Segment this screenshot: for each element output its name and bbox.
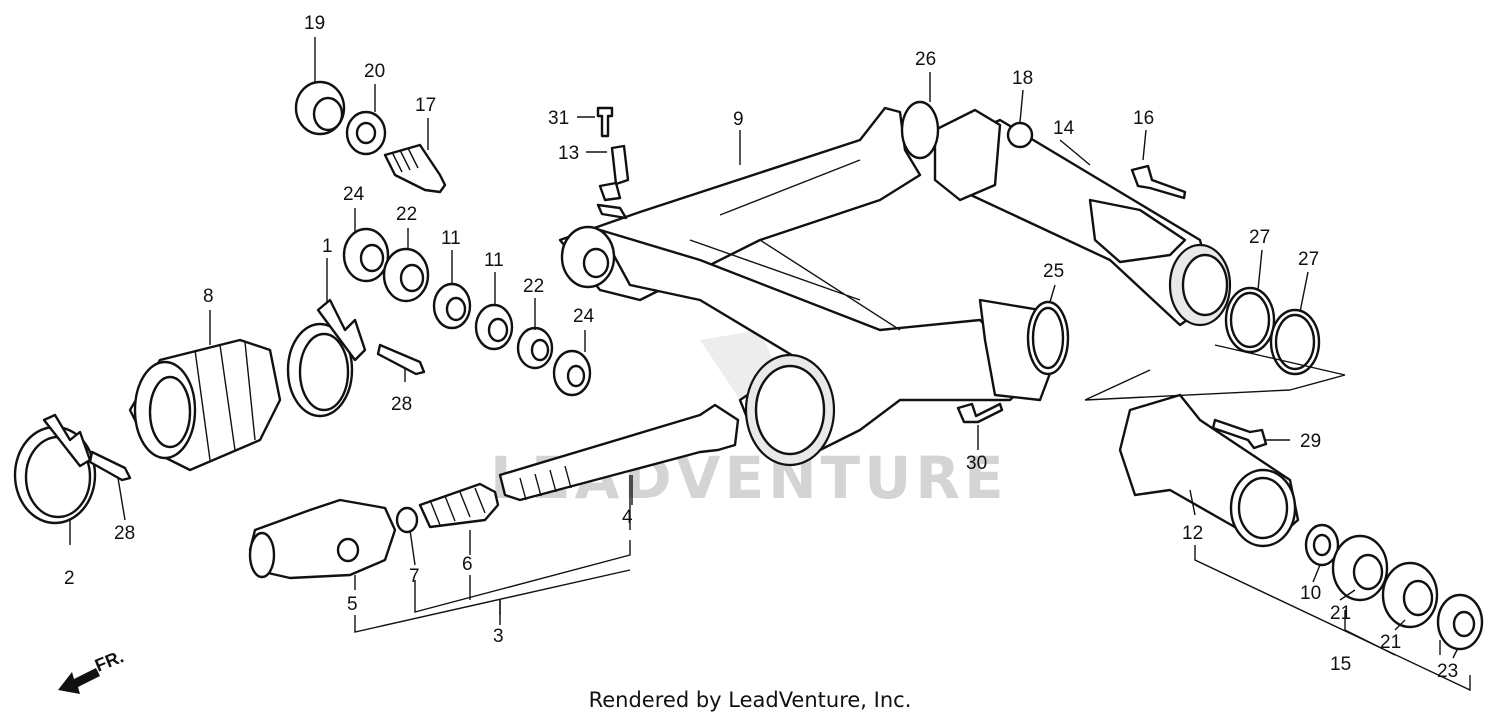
callout-24: 24: [343, 184, 365, 205]
screws[interactable]: [88, 106, 1268, 482]
boot-and-clamps[interactable]: [13, 298, 367, 525]
callout-25: 25: [1043, 261, 1064, 282]
callout-16: 16: [1133, 108, 1154, 129]
callout-6: 6: [462, 554, 473, 575]
callout-23: 23: [1437, 661, 1458, 682]
drive-shaft-assembly[interactable]: [248, 403, 740, 580]
callout-22: 22: [396, 204, 417, 225]
front-arrow-label: FR.: [92, 646, 126, 675]
callout-4: 4: [622, 507, 633, 528]
callout-5: 5: [347, 594, 358, 615]
leader-lines: [69, 37, 1459, 659]
callout-28-b: 28: [114, 523, 135, 544]
callout-21-a: 21: [1330, 603, 1351, 624]
callout-21-b: 21: [1380, 632, 1401, 653]
callout-9: 9: [733, 109, 744, 130]
callout-10: 10: [1300, 583, 1321, 604]
pivot-tube[interactable]: [933, 108, 1232, 327]
upper-left-parts[interactable]: [294, 80, 592, 397]
callout-27-b: 27: [1298, 249, 1319, 270]
callout-1: 1: [322, 236, 333, 257]
callout-31: 31: [548, 108, 569, 129]
final-drive-case[interactable]: [1118, 393, 1484, 651]
callout-12: 12: [1182, 523, 1203, 544]
swingarm[interactable]: [558, 106, 1057, 467]
callout-17: 17: [415, 95, 436, 116]
callout-18: 18: [1012, 68, 1033, 89]
group-brackets: [354, 475, 1471, 692]
callout-19: 19: [304, 13, 325, 34]
callout-11-b: 11: [484, 250, 504, 271]
callout-13: 13: [558, 143, 579, 164]
callout-30: 30: [966, 453, 987, 474]
callout-8: 8: [203, 286, 214, 307]
callout-20: 20: [364, 61, 385, 82]
callout-3: 3: [493, 626, 504, 647]
callout-27-a: 27: [1249, 227, 1270, 248]
callout-labels: 19 20 17 24 22 1 11 11 22 24 8 28 2 28 3…: [64, 13, 1458, 682]
callout-29: 29: [1300, 431, 1321, 452]
callout-15: 15: [1330, 654, 1351, 675]
front-direction-arrow: FR.: [58, 646, 126, 694]
callout-24-b: 24: [573, 306, 595, 327]
callout-22-b: 22: [523, 276, 544, 297]
callout-26: 26: [915, 49, 936, 70]
callout-14: 14: [1053, 118, 1075, 139]
callout-11-a: 11: [441, 228, 461, 249]
callout-28-a: 28: [391, 394, 412, 415]
render-credit: Rendered by LeadVenture, Inc.: [588, 688, 912, 712]
callout-2: 2: [64, 568, 75, 589]
gaskets[interactable]: [900, 100, 1346, 401]
callout-7: 7: [409, 566, 420, 587]
